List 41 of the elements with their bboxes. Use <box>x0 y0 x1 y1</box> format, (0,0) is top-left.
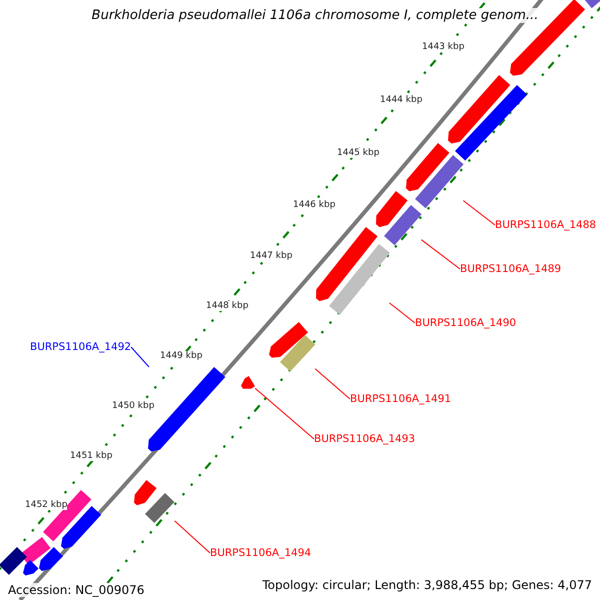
gene-label: BURPS1106A_1488 <box>495 219 596 231</box>
position-label: 1451 kbp <box>70 451 112 461</box>
leader-line <box>174 520 210 554</box>
gene-feature <box>22 560 38 576</box>
gene-feature <box>241 376 256 389</box>
gene-feature <box>134 480 158 506</box>
gene-label: BURPS1106A_1494 <box>210 547 312 559</box>
position-label: 1452 kbp <box>25 500 68 510</box>
gene-feature <box>268 322 308 358</box>
gene-bar <box>414 155 464 209</box>
gene-feature <box>448 75 511 144</box>
leader-line <box>462 200 496 226</box>
gene-bar <box>0 547 27 575</box>
gene-label: BURPS1106A_1489 <box>460 263 562 275</box>
position-label: 1446 kbp <box>293 200 336 210</box>
gene-label: BURPS1106A_1490 <box>415 317 516 329</box>
gene-feature <box>38 547 63 572</box>
gene-feature <box>376 191 408 228</box>
position-label: 1443 kbp <box>422 42 464 52</box>
position-label: 1450 kbp <box>112 401 154 411</box>
position-label: 1445 kbp <box>337 148 380 158</box>
leader-line <box>388 302 416 324</box>
gene-bar <box>384 205 422 246</box>
leader-line <box>254 388 314 440</box>
position-label: 1447 kbp <box>250 251 292 261</box>
gene-label: BURPS1106A_1493 <box>314 433 416 445</box>
gene-label: BURPS1106A_1492 <box>30 341 132 353</box>
gene-bar <box>454 85 528 161</box>
position-label: 1448 kbp <box>206 301 248 311</box>
summary-text: Topology: circular; Length: 3,988,455 bp; Genes: 4,077 <box>262 578 592 592</box>
leader-line <box>314 368 350 400</box>
map-title: Burkholderia pseudomallei 1106a chromosome I, complete genom... <box>92 8 538 23</box>
gene-label: BURPS1106A_1491 <box>350 393 452 405</box>
gene-feature <box>406 143 450 192</box>
gene-bar <box>20 537 50 566</box>
position-label: 1444 kbp <box>380 95 422 105</box>
gene-bar <box>328 244 390 314</box>
leader-line <box>420 239 460 270</box>
gene-feature <box>316 227 378 302</box>
gene-bar <box>145 492 175 522</box>
gene-bar <box>280 335 316 372</box>
